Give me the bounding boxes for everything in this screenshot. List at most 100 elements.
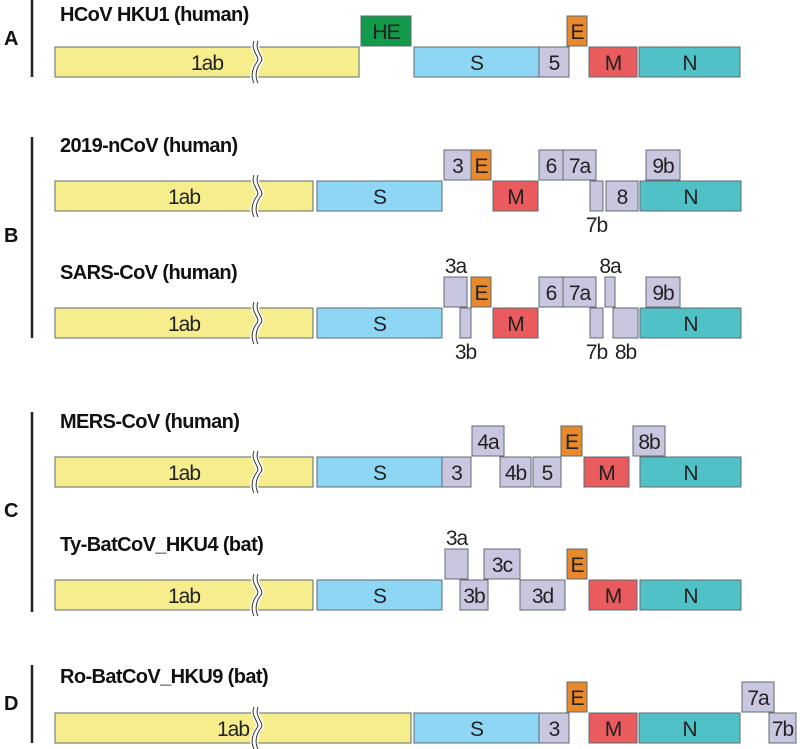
- gene-box-N: [639, 180, 742, 212]
- gene-label: 5: [549, 52, 560, 75]
- gene-box-3b: [459, 579, 489, 611]
- gene-box-1ab: [54, 180, 314, 212]
- genome-title: Ty-BatCoV_HKU4 (bat): [60, 534, 263, 556]
- gene-box-3b: [459, 307, 472, 339]
- gene-label: S: [373, 462, 387, 485]
- gene-label: 1ab: [217, 718, 249, 741]
- gene-label: S: [373, 313, 387, 336]
- gene-label: 9b: [652, 282, 674, 305]
- genome-title: 2019-nCoV (human): [60, 135, 238, 157]
- gene-label: 3c: [492, 554, 513, 577]
- gene-box-7b: [589, 307, 604, 339]
- gene-box-E: [470, 149, 492, 181]
- break-mark-icon: [251, 450, 259, 494]
- gene-box-S: [316, 307, 443, 339]
- break-mark-icon: [255, 450, 263, 494]
- gene-label: N: [683, 585, 697, 608]
- break-mark-icon: [255, 573, 263, 617]
- gene-label: 5: [542, 462, 553, 485]
- gene-label: 7b: [586, 341, 608, 364]
- gene-box-1ab: [54, 307, 314, 339]
- break-mark-icon: [255, 301, 263, 345]
- gene-box-N: [638, 712, 741, 744]
- gene-box-M: [588, 46, 638, 78]
- gene-label: N: [682, 52, 696, 75]
- gene-label: 6: [546, 282, 557, 305]
- gene-label: 8b: [638, 431, 660, 454]
- gene-label: 1ab: [191, 52, 223, 75]
- gene-label: N: [683, 186, 697, 209]
- gene-label: 1ab: [168, 186, 200, 209]
- break-mark-icon: [251, 706, 259, 749]
- break-mark-icon: [251, 301, 259, 345]
- gene-box-7b: [768, 712, 797, 744]
- gene-box-8b: [632, 425, 666, 457]
- gene-box-E: [566, 15, 588, 47]
- gene-label: 4a: [477, 431, 500, 454]
- gene-label: N: [682, 718, 696, 741]
- gene-label: E: [565, 431, 579, 454]
- gene-label: S: [470, 718, 484, 741]
- gene-label: 3b: [455, 341, 477, 364]
- genome-title: MERS-CoV (human): [60, 411, 239, 433]
- break-mark-icon: [251, 573, 259, 617]
- gene-box-S: [316, 180, 443, 212]
- gene-label: 8a: [599, 255, 622, 278]
- gene-label: M: [598, 462, 615, 485]
- gene-box-S: [316, 579, 443, 611]
- gene-label: 1ab: [168, 462, 200, 485]
- gene-label: 3: [549, 718, 560, 741]
- gene-box-8: [605, 180, 639, 212]
- gene-box-S: [316, 456, 443, 488]
- gene-box-E: [566, 681, 588, 713]
- panel-letter: A: [4, 28, 18, 50]
- gene-box-N: [638, 46, 741, 78]
- gene-label: E: [570, 554, 584, 577]
- gene-label: E: [474, 282, 488, 305]
- gene-box-N: [639, 579, 742, 611]
- gene-label: M: [605, 718, 622, 741]
- gene-box-5: [538, 46, 570, 78]
- gene-label: 3: [451, 462, 462, 485]
- gene-box-7a: [741, 681, 775, 713]
- gene-label: 4b: [505, 462, 527, 485]
- gene-label: 7a: [747, 687, 770, 710]
- gene-box-1ab: [54, 579, 314, 611]
- gene-box-4b: [499, 456, 532, 488]
- gene-label: 3a: [445, 255, 468, 278]
- gene-label: S: [470, 52, 484, 75]
- genome-title: SARS-CoV (human): [60, 262, 237, 284]
- gene-box-3a: [443, 276, 468, 308]
- gene-label: M: [605, 585, 622, 608]
- gene-label: 3a: [446, 527, 469, 550]
- gene-label: 7a: [569, 155, 592, 178]
- break-mark-icon: [251, 40, 259, 84]
- gene-box-8a: [604, 276, 616, 308]
- gene-label: M: [507, 186, 524, 209]
- gene-label: M: [507, 313, 524, 336]
- gene-box-9b: [645, 276, 681, 308]
- gene-box-3: [538, 712, 570, 744]
- gene-label: 7b: [586, 214, 608, 237]
- gene-label: HE: [372, 21, 400, 44]
- gene-box-3a: [444, 548, 469, 580]
- gene-box-M: [588, 712, 638, 744]
- genome-title: Ro-BatCoV_HKU9 (bat): [60, 666, 268, 688]
- gene-box-M: [492, 307, 539, 339]
- gene-box-8b: [612, 307, 639, 339]
- gene-box-E: [560, 425, 583, 457]
- break-mark-icon: [255, 40, 263, 84]
- gene-label: 3: [452, 155, 463, 178]
- gene-label: 3b: [463, 585, 485, 608]
- gene-box-5: [532, 456, 562, 488]
- gene-label: N: [683, 462, 697, 485]
- gene-box-3: [443, 149, 472, 181]
- panel-letter: D: [4, 693, 18, 715]
- gene-box-1ab: [54, 46, 360, 78]
- gene-box-E: [470, 276, 492, 308]
